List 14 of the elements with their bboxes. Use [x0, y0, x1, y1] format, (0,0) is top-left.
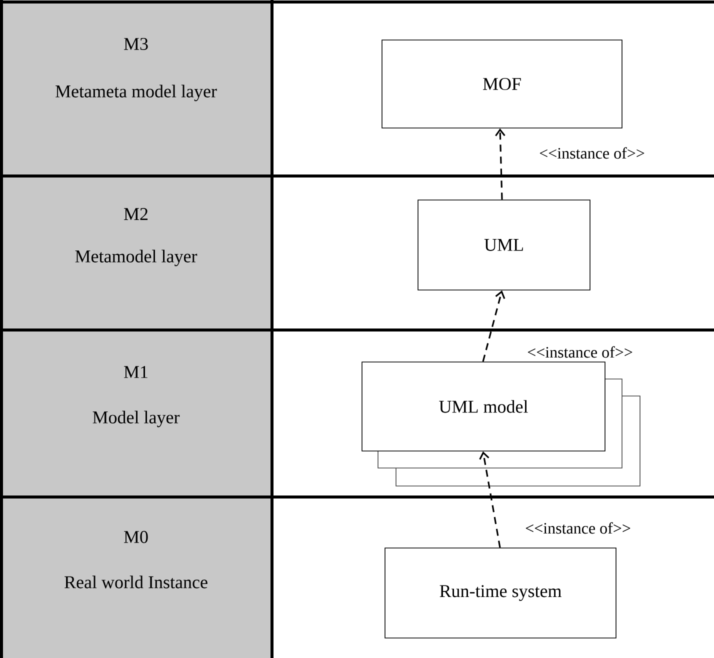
edge-label: <<instance of>>	[526, 345, 634, 359]
model-box: UML	[418, 200, 590, 290]
layer-cell: M3 Metameta model layer	[0, 0, 272, 176]
layer-cell: M2 Metamodel layer	[0, 176, 272, 330]
arrow	[482, 290, 506, 362]
edge-label: <<instance of>>	[538, 146, 646, 160]
layer-cell: M0 Real world Instance	[0, 497, 272, 658]
model-box: MOF	[382, 40, 622, 128]
model-box: Run-time system	[384, 548, 616, 638]
arrow	[479, 451, 501, 548]
model-box: UML model	[362, 362, 606, 452]
edge-label: <<instance of>>	[524, 521, 632, 535]
arrow	[495, 128, 506, 200]
layer-cell: M1 Model layer	[0, 330, 272, 498]
